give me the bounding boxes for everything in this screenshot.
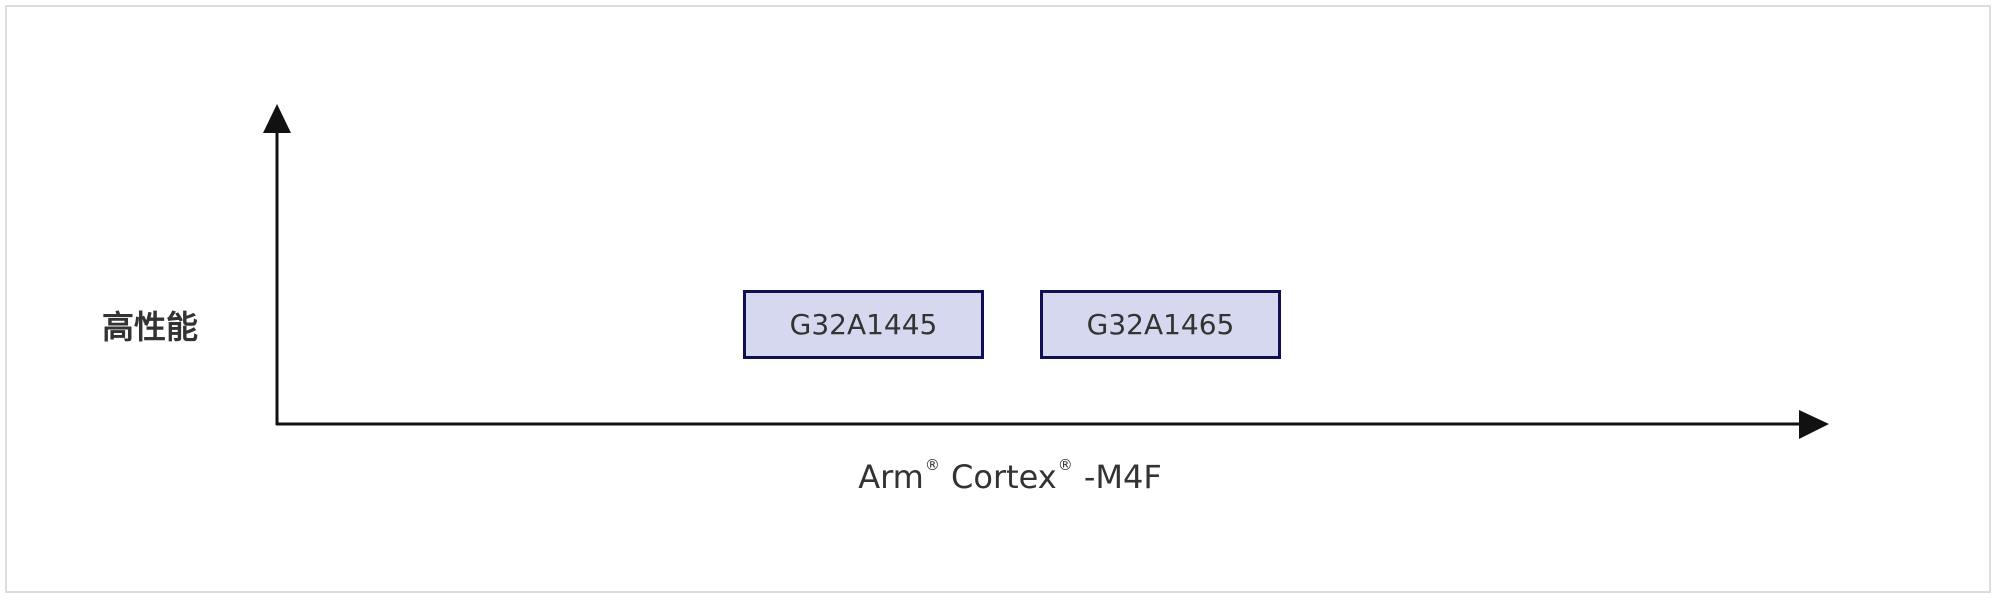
x-axis-arrowhead bbox=[1799, 410, 1829, 439]
product-box-g32a1445: G32A1445 bbox=[743, 290, 984, 359]
registered-mark-1: ® bbox=[924, 456, 940, 474]
y-axis-label: 高性能 bbox=[101, 308, 198, 346]
product-label: G32A1445 bbox=[789, 308, 938, 341]
product-label: G32A1465 bbox=[1086, 308, 1235, 341]
x-axis-label-cortex: Cortex bbox=[940, 458, 1057, 496]
x-axis-label: Arm® Cortex® -M4F bbox=[760, 452, 1260, 502]
diagram-frame bbox=[5, 5, 1991, 593]
x-axis-label-m4f: -M4F bbox=[1073, 458, 1162, 496]
x-axis-label-arm: Arm bbox=[858, 458, 924, 496]
y-axis-arrowhead bbox=[263, 104, 291, 133]
registered-mark-2: ® bbox=[1057, 456, 1073, 474]
product-box-g32a1465: G32A1465 bbox=[1040, 290, 1281, 359]
